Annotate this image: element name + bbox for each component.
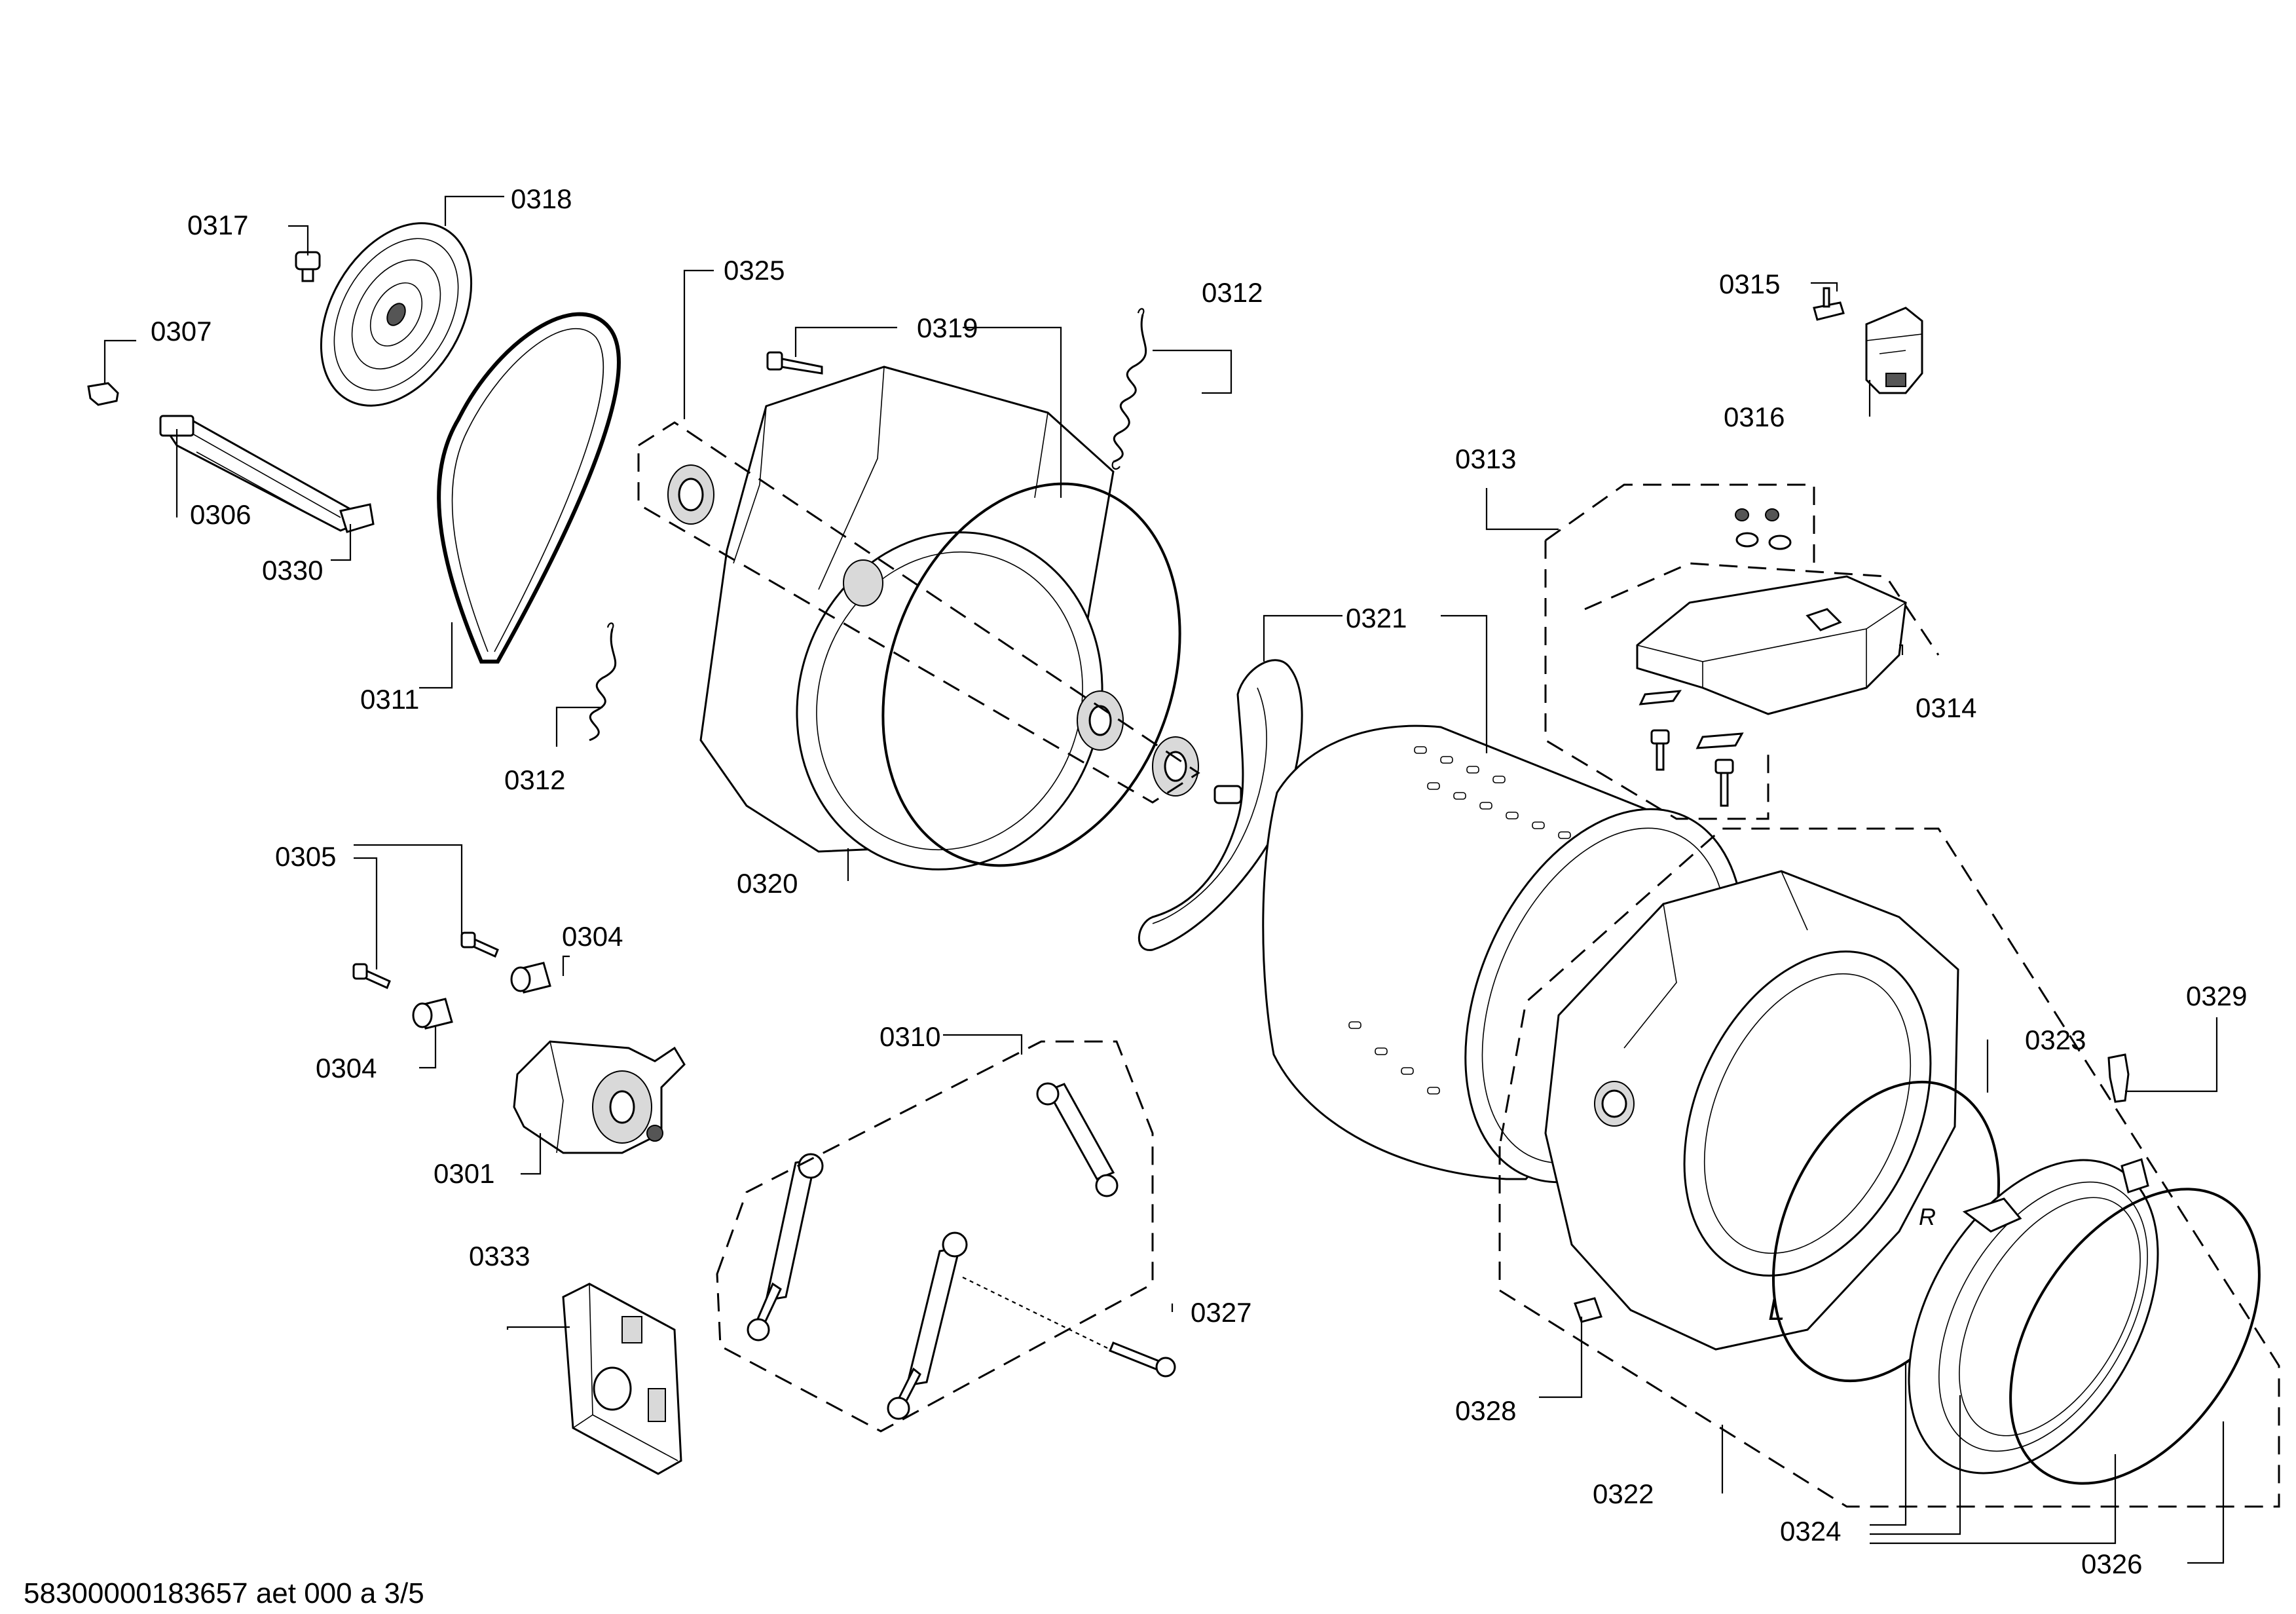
label-0313: 0313 — [1455, 443, 1516, 474]
part-0310-shock-absorber-c — [1036, 1082, 1119, 1197]
part-0330-sensor — [339, 503, 375, 533]
part-0310-shock-absorber-b — [887, 1231, 968, 1420]
label-0333: 0333 — [469, 1241, 530, 1271]
label-0307: 0307 — [151, 316, 212, 347]
label-0327: 0327 — [1191, 1297, 1251, 1328]
label-0320: 0320 — [737, 868, 798, 899]
part-0317-screw — [295, 251, 321, 282]
group-outline-0325 — [637, 421, 1200, 804]
group-outline-0313 — [1545, 483, 1815, 573]
document-id: 58300000183657 aet 000 a 3/5 — [24, 1577, 424, 1609]
label-0312-upper: 0312 — [1202, 277, 1263, 308]
part-0307-sensor — [87, 382, 119, 406]
group-outline-0310 — [716, 1040, 1154, 1433]
part-0333-control-module — [562, 1283, 682, 1475]
group-outline-0322 — [1498, 827, 2280, 1508]
part-0319-tub-gasket-ring — [881, 482, 1181, 867]
label-0314: 0314 — [1916, 692, 1976, 723]
label-0326: 0326 — [2081, 1548, 2142, 1579]
part-0314-counterweight — [1636, 575, 1907, 807]
svg-text:R: R — [1919, 1203, 1936, 1230]
part-0310-shock-absorber-a — [747, 1153, 824, 1342]
label-0310: 0310 — [880, 1021, 940, 1052]
part-0301-motor — [513, 1040, 686, 1154]
label-0322: 0322 — [1593, 1478, 1654, 1509]
label-0328: 0328 — [1455, 1395, 1516, 1426]
part-0329-valve — [2107, 1053, 2130, 1103]
part-labels: 0317 0318 0307 0306 0330 0311 0325 0319 … — [151, 183, 2247, 1579]
label-0318: 0318 — [511, 183, 572, 214]
label-0305: 0305 — [275, 841, 336, 872]
label-0321: 0321 — [1346, 603, 1407, 633]
part-0327-pin — [1109, 1342, 1176, 1378]
label-0316: 0316 — [1724, 402, 1785, 432]
label-0330: 0330 — [262, 555, 323, 586]
label-0319: 0319 — [917, 312, 978, 343]
leader-lines — [103, 195, 2225, 1564]
label-0315: 0315 — [1719, 269, 1780, 299]
part-0312-spring-upper — [1111, 308, 1147, 470]
part-0315-clip — [1813, 287, 1845, 321]
part-0323-door-seal — [1908, 1158, 2159, 1474]
part-0305-screw-lower — [352, 963, 391, 990]
label-0325: 0325 — [724, 255, 785, 286]
part-0326-clamp-ring-outer — [2009, 1188, 2261, 1485]
part-0311-belt — [437, 312, 621, 664]
label-0301: 0301 — [434, 1158, 494, 1189]
group-outline-0314 — [1544, 540, 1940, 820]
label-0323: 0323 — [2025, 1024, 2086, 1055]
part-0312-spring-lower — [589, 622, 617, 741]
part-0322-front-tub: L R — [1544, 870, 1959, 1351]
part-0318-pulley — [320, 222, 473, 407]
label-0324: 0324 — [1780, 1516, 1841, 1547]
label-0329: 0329 — [2186, 981, 2247, 1011]
label-0311: 0311 — [360, 684, 419, 715]
label-0304-right: 0304 — [562, 921, 623, 952]
part-0305-screw-upper — [460, 931, 499, 958]
label-0306: 0306 — [190, 499, 251, 530]
part-0321-drum-spider — [1138, 659, 1303, 951]
label-0317: 0317 — [187, 210, 248, 240]
label-0304-left: 0304 — [316, 1053, 377, 1083]
part-0316-door-lock — [1865, 307, 1923, 394]
part-0313-hardware — [1735, 508, 1792, 550]
part-0328-clip — [1574, 1297, 1602, 1323]
part-0319-screw — [766, 351, 823, 375]
part-0304-bushing-left — [412, 998, 453, 1030]
part-0304-bushing-right — [510, 962, 551, 994]
label-0312-lower: 0312 — [504, 764, 565, 795]
